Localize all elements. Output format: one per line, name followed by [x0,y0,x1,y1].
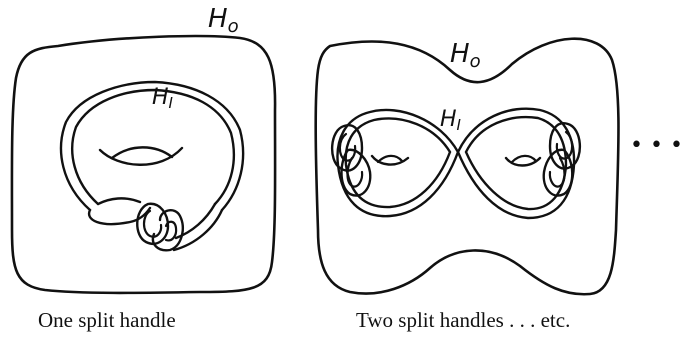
right-h0-label: Ho [450,39,481,72]
right-panel: Ho HI • • • [316,39,683,295]
right-right-link-ring-b [544,150,573,196]
right-ellipsis: • • • [630,133,683,158]
left-caption: One split handle [38,308,176,333]
right-h1-label: HI [440,107,462,134]
left-h0-label: Ho [208,4,239,37]
left-h1-label: HI [152,85,174,112]
right-caption: Two split handles . . . etc. [356,308,570,333]
left-panel: Ho HI [12,4,275,293]
